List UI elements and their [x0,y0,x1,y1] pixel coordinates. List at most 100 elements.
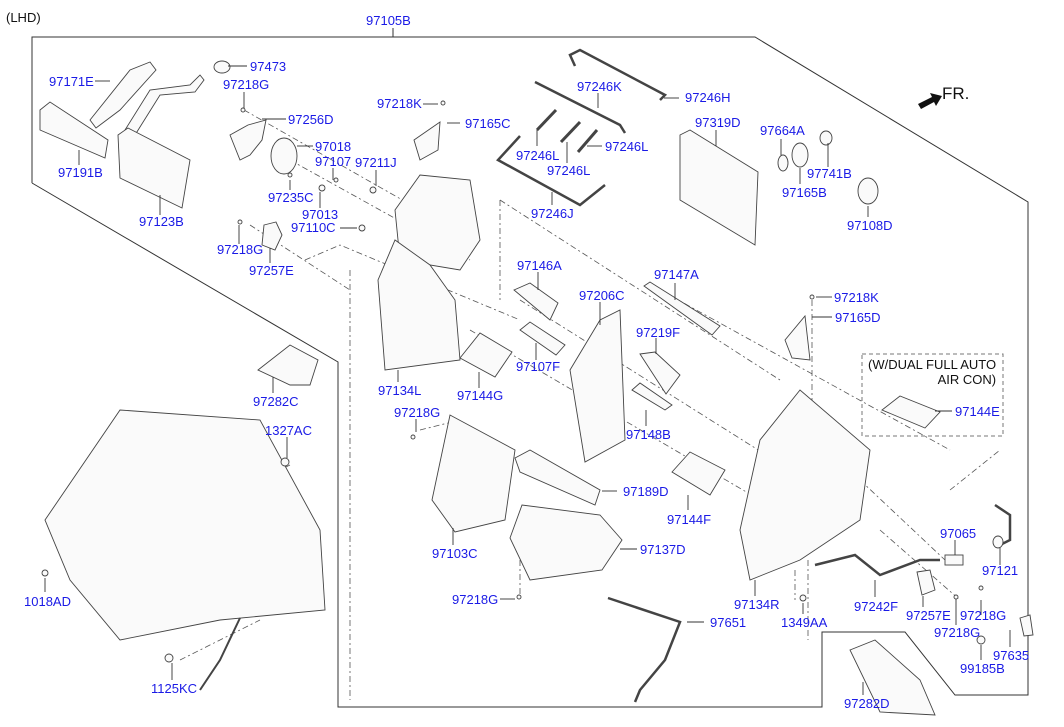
part-97121-grommet [992,535,1004,549]
part-97218K-b-screw [809,294,815,300]
part-label[interactable]: 97103C [432,546,478,561]
part-97165C [413,121,441,161]
part-label[interactable]: 97144G [457,388,504,403]
part-label[interactable]: 97165C [465,116,511,131]
part-label[interactable]: 97013 [302,207,339,222]
part-label[interactable]: 97282D [844,696,890,711]
part-97065 [944,554,964,566]
part-label[interactable]: 97256D [288,112,334,127]
part-97134L [377,239,461,371]
part-label[interactable]: 1125KC [151,681,198,696]
part-97144E [881,395,941,429]
part-label[interactable]: 97218G [960,608,1007,623]
part-97110C-clip [358,224,366,232]
part-label[interactable]: 97147A [654,267,699,282]
part-label[interactable]: 97134R [734,597,780,612]
part-label[interactable]: 97219F [636,325,681,340]
part-label[interactable]: 99185B [960,661,1005,676]
part-label[interactable]: 97218G [223,77,270,92]
part-label[interactable]: 97018 [315,139,352,154]
assembly-label[interactable]: 97105B [366,13,411,28]
part-99185B-clip [976,635,986,645]
part-label[interactable]: 97257E [249,263,294,278]
part-97218G-b-screw [237,219,243,225]
part-label[interactable]: 97218G [934,625,981,640]
part-label[interactable]: 97165D [835,310,881,325]
part-97319D [679,129,759,246]
part-label[interactable]: 97246H [685,90,731,105]
part-label[interactable]: 97137D [640,542,686,557]
part-97103C [431,414,516,533]
part-label[interactable]: 97121 [982,563,1019,578]
part-label[interactable]: 97211J [355,155,397,170]
part-label[interactable]: 97123B [139,214,184,229]
assembly-frame [31,36,1029,708]
part-label[interactable]: 97144E [955,404,1000,419]
part-label[interactable]: 97189D [623,484,669,499]
part-label[interactable]: 97246J [531,206,574,221]
part-97257E-b [916,569,936,596]
part-label[interactable]: 97282C [253,394,299,409]
part-label[interactable]: 97148B [626,427,671,442]
part-label[interactable]: 97319D [695,115,741,130]
part-97257E-a [261,221,283,251]
part-97218K-a-screw [440,100,446,106]
part-label[interactable]: 97144F [667,512,712,527]
part-label[interactable]: 1018AD [24,594,71,609]
part-97242F [814,553,940,577]
part-label[interactable]: 97635 [993,648,1030,663]
part-label[interactable]: 97218K [377,96,422,111]
part-1327AC-nut [280,457,290,467]
part-97144G [459,332,513,378]
part-label[interactable]: 1349AA [781,615,828,630]
part-label[interactable]: 97108D [847,218,893,233]
part-label[interactable]: 97218K [834,290,879,305]
part-label[interactable]: 97191B [58,165,103,180]
part-label[interactable]: 97242F [854,599,899,614]
part-label[interactable]: 97473 [250,59,287,74]
part-label[interactable]: 1327AC [265,423,312,438]
part-label[interactable]: 97206C [579,288,625,303]
part-label[interactable]: 97664A [760,123,805,138]
part-97146A [513,282,559,321]
part-label[interactable]: 97246L [516,148,560,163]
part-label[interactable]: 97107F [516,359,561,374]
part-label[interactable]: 97134L [378,383,422,398]
part-label[interactable]: 97257E [906,608,951,623]
part-label[interactable]: 97246K [577,79,622,94]
option-note: (W/DUAL FULL AUTO AIR CON) [868,357,997,387]
part-97246H [568,48,668,101]
part-1125KC-bolt [164,653,174,663]
part-97018 [270,137,298,175]
part-label[interactable]: 97246L [605,139,649,154]
part-label[interactable]: 97110C [291,220,336,235]
part-97282D [849,639,936,716]
part-label[interactable]: 97146A [517,258,562,273]
part-97256D [229,119,267,161]
option-box [861,353,1004,437]
part-label[interactable]: 97218G [452,592,499,607]
part-label[interactable]: 97107 [315,154,352,169]
part-label[interactable]: 97651 [710,615,747,630]
part-label[interactable]: 97171E [49,74,94,89]
part-97246L-c [576,129,599,153]
part-97137D [509,504,623,581]
part-1349AA-nut [799,594,807,602]
part-label[interactable]: 97741B [807,166,852,181]
part-97191B [39,101,109,159]
part-97235C-screw [287,172,293,178]
part-97218G-d-screw [516,594,522,600]
part-97246L-a [535,108,558,132]
part-label[interactable]: 97165B [782,185,827,200]
part-97107-clip [333,177,339,183]
part-97246K [534,80,627,134]
part-label[interactable]: 97235C [268,190,314,205]
part-97107F [519,321,566,356]
part-label[interactable]: 97246L [547,163,591,178]
part-label[interactable]: 97218G [217,242,264,257]
part-label[interactable]: 97065 [940,526,977,541]
part-label[interactable]: 97218G [394,405,441,420]
part-97165B [791,142,809,168]
part-97206C [569,309,626,463]
part-97218G-a-screw [240,107,246,113]
